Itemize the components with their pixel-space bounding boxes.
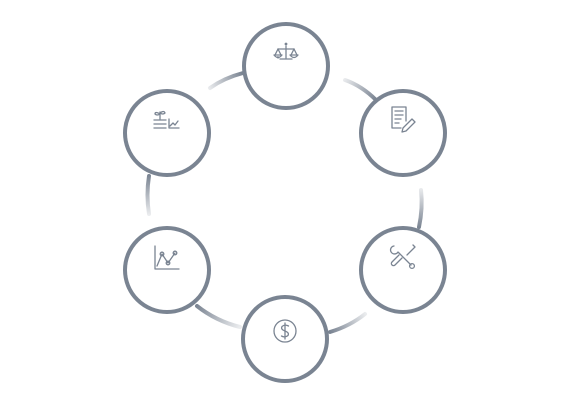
node-ring [359,89,447,177]
node-ring [123,89,211,177]
connectors [145,71,424,334]
node-ring [242,22,330,110]
dollar-coin-icon [273,319,297,343]
connector-bottom-to-lower-left [195,304,242,329]
node-upper-left [123,89,211,177]
node-lower-right [359,226,447,314]
line-chart-icon [154,245,180,270]
node-ring [123,226,211,314]
connector-lower-right-to-bottom [328,312,367,334]
svg-text:$: $ [277,55,280,60]
node-bottom [241,295,329,383]
connector-lower-left-to-upper-left [145,174,151,216]
balance-scale-icon: $ [273,42,299,60]
node-upper-right [359,89,447,177]
node-top: $ [242,22,330,110]
connector-upper-left-to-top [208,71,245,90]
plant-growth-chart-icon [153,110,180,129]
connector-upper-right-to-lower-right [417,188,424,229]
connector-top-to-upper-right [343,78,378,102]
document-edit-icon [391,106,416,133]
node-lower-left [123,226,211,314]
node-ring [359,226,447,314]
wrench-screwdriver-icon [389,244,416,270]
